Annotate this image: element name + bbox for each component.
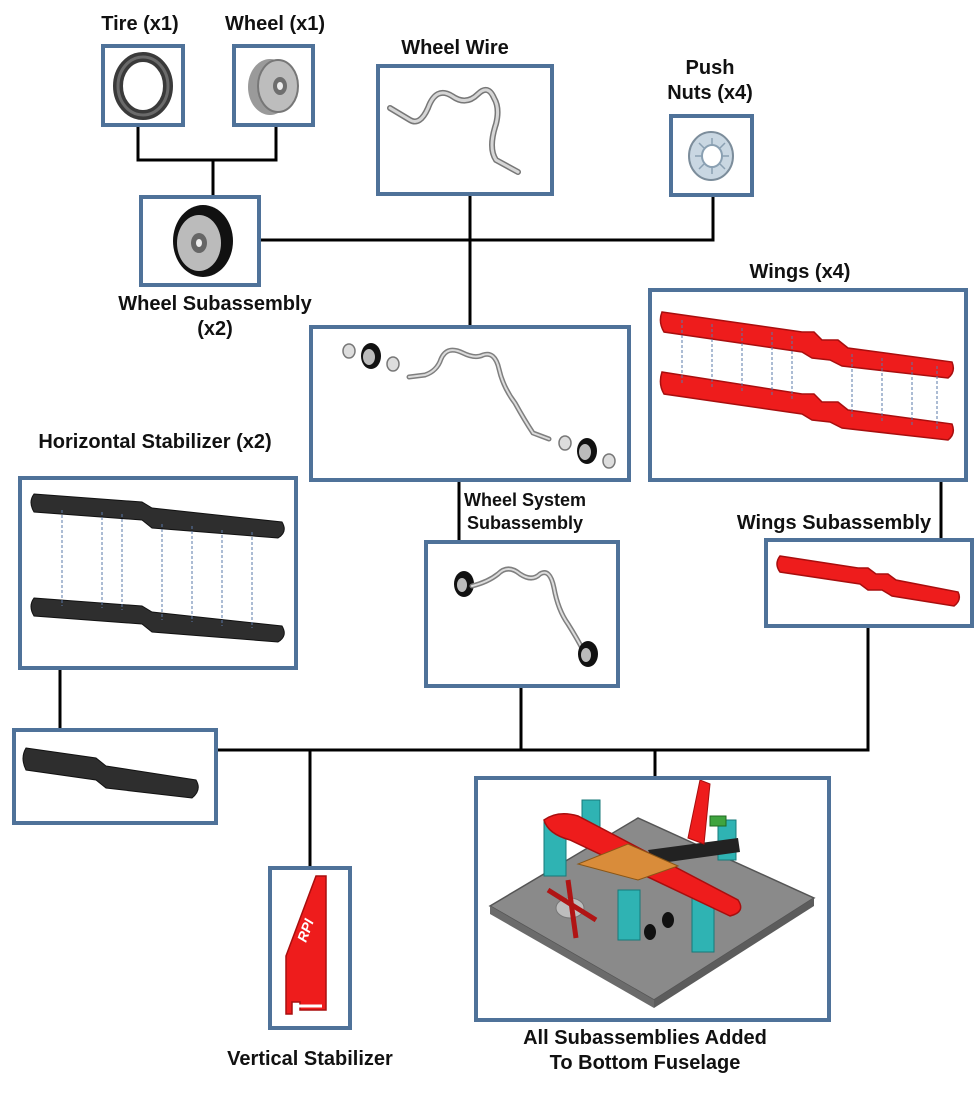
push-nuts-box [669, 114, 754, 197]
wheel-system-subassembly-label: Wheel System Subassembly [463, 490, 587, 533]
stabilizer-exploded-box [18, 476, 298, 670]
wheel-system-image [454, 566, 598, 667]
wheel-wire-label: Wheel Wire [401, 37, 509, 59]
wings-label: Wings (x4) [749, 261, 851, 283]
wings-exploded-box [648, 288, 968, 482]
final-assembly-label: All Subassemblies Added To Bottom Fusela… [523, 1027, 767, 1074]
stabilizer-logo-text: RPI [294, 916, 317, 944]
wheel-subassembly-image [173, 205, 233, 277]
wheel-wire-box [376, 64, 554, 196]
push-nut-image [688, 131, 734, 181]
vertical-stabilizer-label: Vertical Stabilizer [227, 1048, 393, 1070]
final-assembly-box [474, 776, 831, 1022]
wheel-system-exploded-image [342, 343, 616, 469]
wheel-box [232, 44, 315, 127]
wheel-subassembly-label: Wheel Subassembly (x2) [118, 293, 312, 340]
bent-wire-image [387, 86, 521, 175]
push-nuts-label: Push Nuts (x4) [667, 57, 753, 104]
final-assembly-image [488, 780, 816, 1008]
wings-subassembly-image [776, 555, 961, 607]
wheel-label: Wheel (x1) [224, 13, 326, 35]
tire-image [113, 52, 173, 120]
stabilizer-subassembly-image [22, 747, 199, 799]
wheel-system-box [424, 540, 620, 688]
tire-label: Tire (x1) [101, 13, 179, 35]
wings-subassembly-box [764, 538, 974, 628]
horizontal-stabilizer-label: Horizontal Stabilizer (x2) [38, 431, 272, 453]
wings-exploded-image [659, 311, 955, 441]
wings-subassembly-label: Wings Subassembly [736, 512, 932, 534]
wheel-subassembly-box [139, 195, 261, 287]
vertical-stabilizer-image: RPI [285, 875, 327, 1015]
stabilizer-subassembly-box [12, 728, 218, 825]
vertical-stabilizer-box: RPI [268, 866, 352, 1030]
stabilizer-exploded-image [30, 493, 285, 643]
wheel-hub-image [248, 59, 299, 115]
wheel-system-exploded-box [309, 325, 631, 482]
tire-box [101, 44, 185, 127]
